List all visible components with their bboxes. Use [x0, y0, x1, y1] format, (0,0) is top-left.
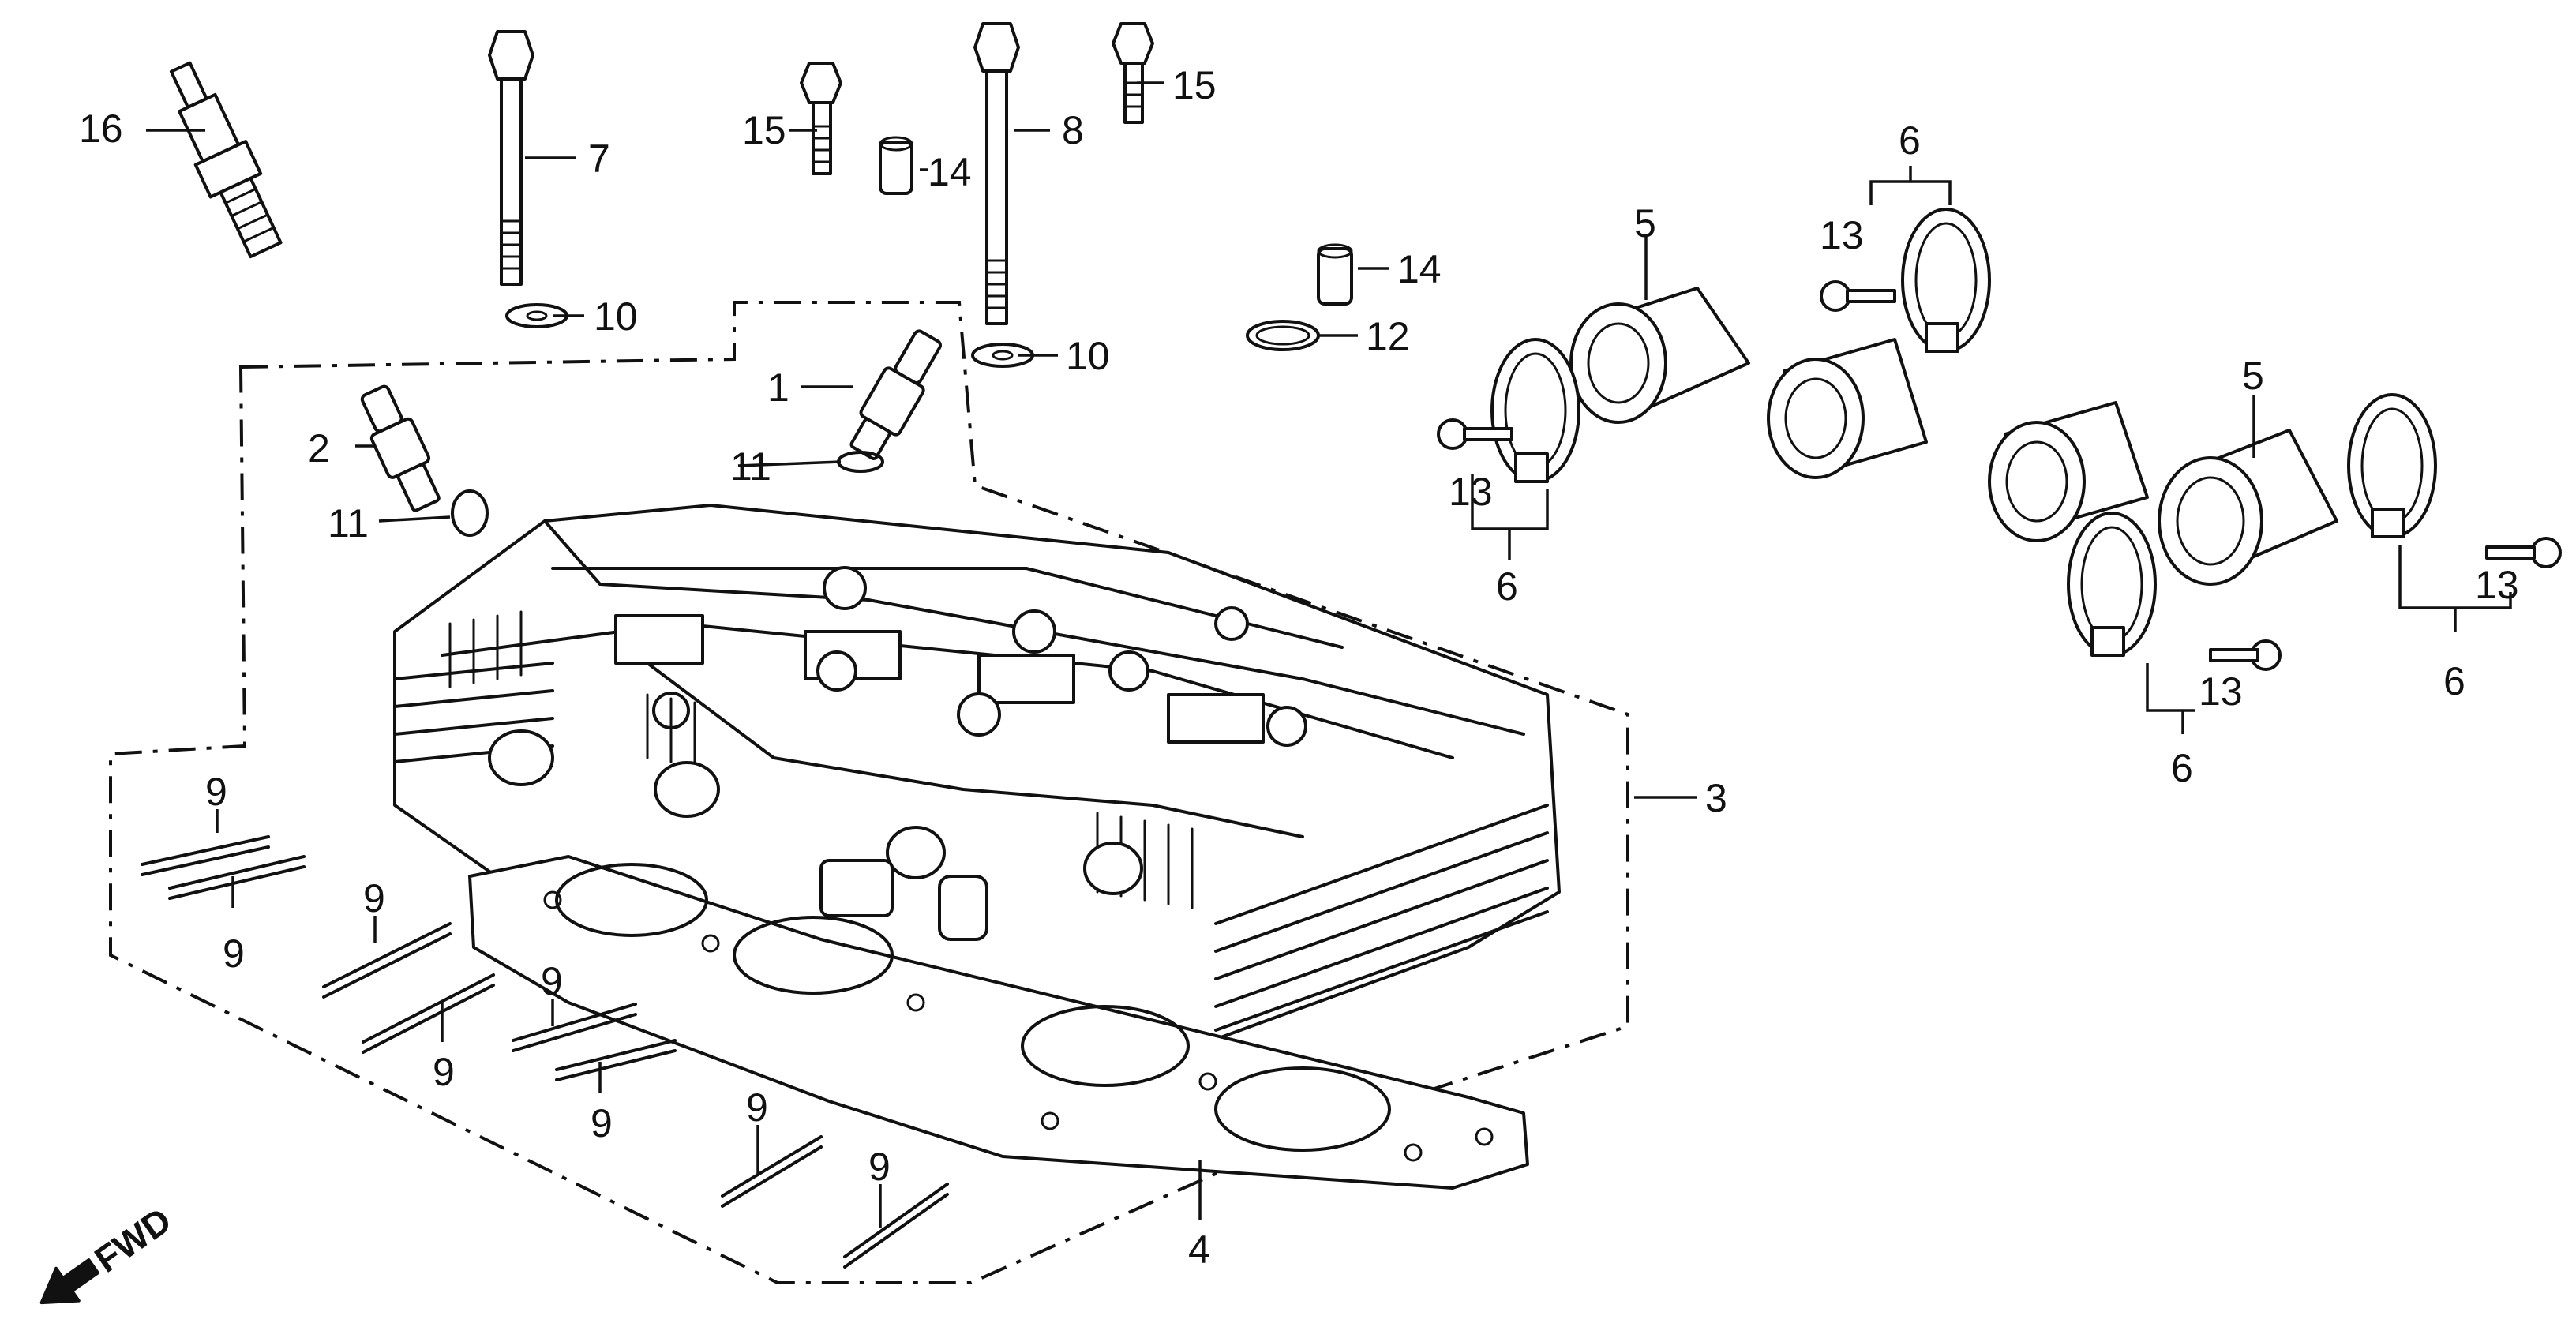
- band-screws-13: [1437, 280, 2562, 671]
- callout-9: 9: [433, 1050, 455, 1094]
- oil-pipe-joint-1: [849, 329, 942, 460]
- stud-bolts-9: [141, 835, 949, 1269]
- callout-12: 12: [1366, 314, 1410, 358]
- callout-6-left: 6: [1496, 564, 1518, 609]
- callout-9: 9: [541, 959, 563, 1003]
- callout-9: 9: [746, 1085, 768, 1130]
- callout-10-right: 10: [1066, 334, 1110, 378]
- callout-2: 2: [308, 426, 330, 470]
- oil-pipe-joint-2: [360, 384, 441, 512]
- callout-9: 9: [868, 1145, 891, 1189]
- forward-direction-arrow: FWD: [39, 1199, 178, 1305]
- callout-9: 9: [205, 770, 227, 814]
- flange-bolt-15-right: [1112, 22, 1154, 124]
- carburetor-insulator-5-left: [1569, 287, 1750, 424]
- callout-6-top: 6: [1899, 118, 1921, 163]
- callout-16: 16: [79, 107, 123, 151]
- callout-13-left: 13: [1449, 470, 1493, 514]
- dowel-pin-14-right: [1317, 243, 1353, 306]
- callout-6-right: 6: [2443, 659, 2465, 703]
- washer-10-right-hole: [992, 350, 1014, 361]
- callout-numbers: 16 7 8 15 15 14 14 10 10 12 1 11 2 11 3 …: [79, 63, 2519, 1272]
- callout-1: 1: [767, 365, 789, 410]
- callout-9: 9: [363, 876, 385, 920]
- carburetor-insulator-5-right: [2158, 429, 2338, 586]
- flange-bolt-15-left: [800, 62, 842, 175]
- washer-10-left-hole: [526, 310, 548, 321]
- callout-14-right: 14: [1397, 247, 1442, 291]
- o-ring-12-inner: [1255, 325, 1310, 346]
- o-ring-11-left: [451, 489, 489, 537]
- leader-lines: [146, 81, 2512, 1228]
- long-head-bolt-8: [973, 22, 1020, 325]
- callout-11-right: 11: [730, 444, 771, 489]
- o-ring-11-right: [837, 451, 884, 473]
- callout-5-left: 5: [1634, 201, 1656, 246]
- callout-15-right: 15: [1172, 63, 1217, 107]
- callout-15-left: 15: [742, 108, 786, 152]
- spark-plug: [169, 61, 283, 259]
- callout-11-left: 11: [328, 501, 369, 545]
- callout-8: 8: [1062, 108, 1084, 152]
- callout-14-left: 14: [928, 150, 972, 194]
- callout-9: 9: [223, 932, 245, 976]
- carburetor-insulator-far: [1988, 401, 2149, 542]
- long-head-bolt-7: [488, 30, 534, 286]
- dowel-pin-14-left: [879, 136, 913, 195]
- callout-6-bottom: 6: [2171, 746, 2193, 790]
- fwd-label: FWD: [87, 1199, 178, 1280]
- callout-13-right: 13: [2475, 563, 2519, 607]
- callout-4: 4: [1188, 1228, 1210, 1272]
- callout-5-right: 5: [2242, 354, 2264, 398]
- callout-9: 9: [591, 1101, 613, 1145]
- cylinder-head-gasket: [468, 855, 1529, 1190]
- callout-10-left: 10: [594, 294, 638, 339]
- insulator-bands-6: [1490, 208, 2437, 657]
- callout-13-bottom: 13: [2199, 669, 2243, 714]
- assembly-group-outline: [109, 301, 1629, 1284]
- carburetor-insulator-mid: [1767, 338, 1928, 479]
- callout-7: 7: [588, 137, 610, 181]
- callout-3: 3: [1705, 776, 1727, 820]
- callout-13-top: 13: [1820, 213, 1864, 257]
